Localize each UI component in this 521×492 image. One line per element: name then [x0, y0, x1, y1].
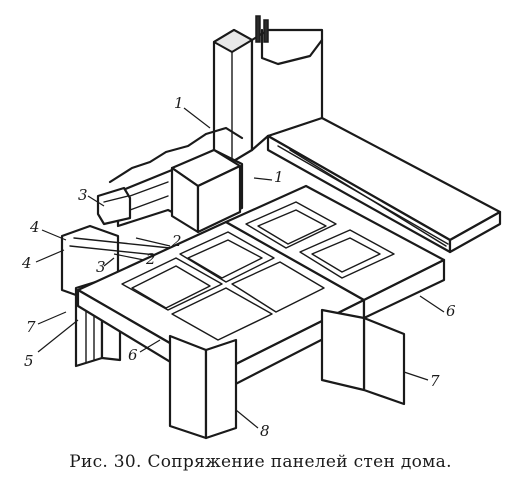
ribbed-slab-right [224, 184, 446, 320]
callout-1-upper: 1 [174, 94, 184, 112]
callout-6-right: 6 [446, 302, 456, 320]
callout-2-upper: 2 [171, 232, 182, 250]
callout-labels: 1 1 2 2 3 3 4 4 5 6 6 7 7 8 [21, 94, 456, 440]
callout-3-lower: 3 [96, 258, 106, 276]
callout-7-left: 7 [26, 318, 36, 336]
callout-8: 8 [260, 422, 270, 440]
figure-caption: Рис. 30. Сопряжение панелей стен дома. [69, 452, 452, 472]
callout-4-upper: 4 [29, 218, 40, 236]
brick-wall [108, 126, 244, 234]
callout-6-left: 6 [128, 346, 138, 364]
support-beam [320, 308, 406, 406]
callout-4-lower: 4 [21, 254, 32, 272]
callout-2-lower: 2 [145, 250, 156, 268]
callout-7-right: 7 [430, 372, 440, 390]
callout-3-upper: 3 [78, 186, 88, 204]
floor-slab-back [266, 116, 502, 254]
front-column [168, 334, 238, 440]
callout-1-lower: 1 [274, 168, 284, 186]
callout-5: 5 [24, 352, 34, 370]
